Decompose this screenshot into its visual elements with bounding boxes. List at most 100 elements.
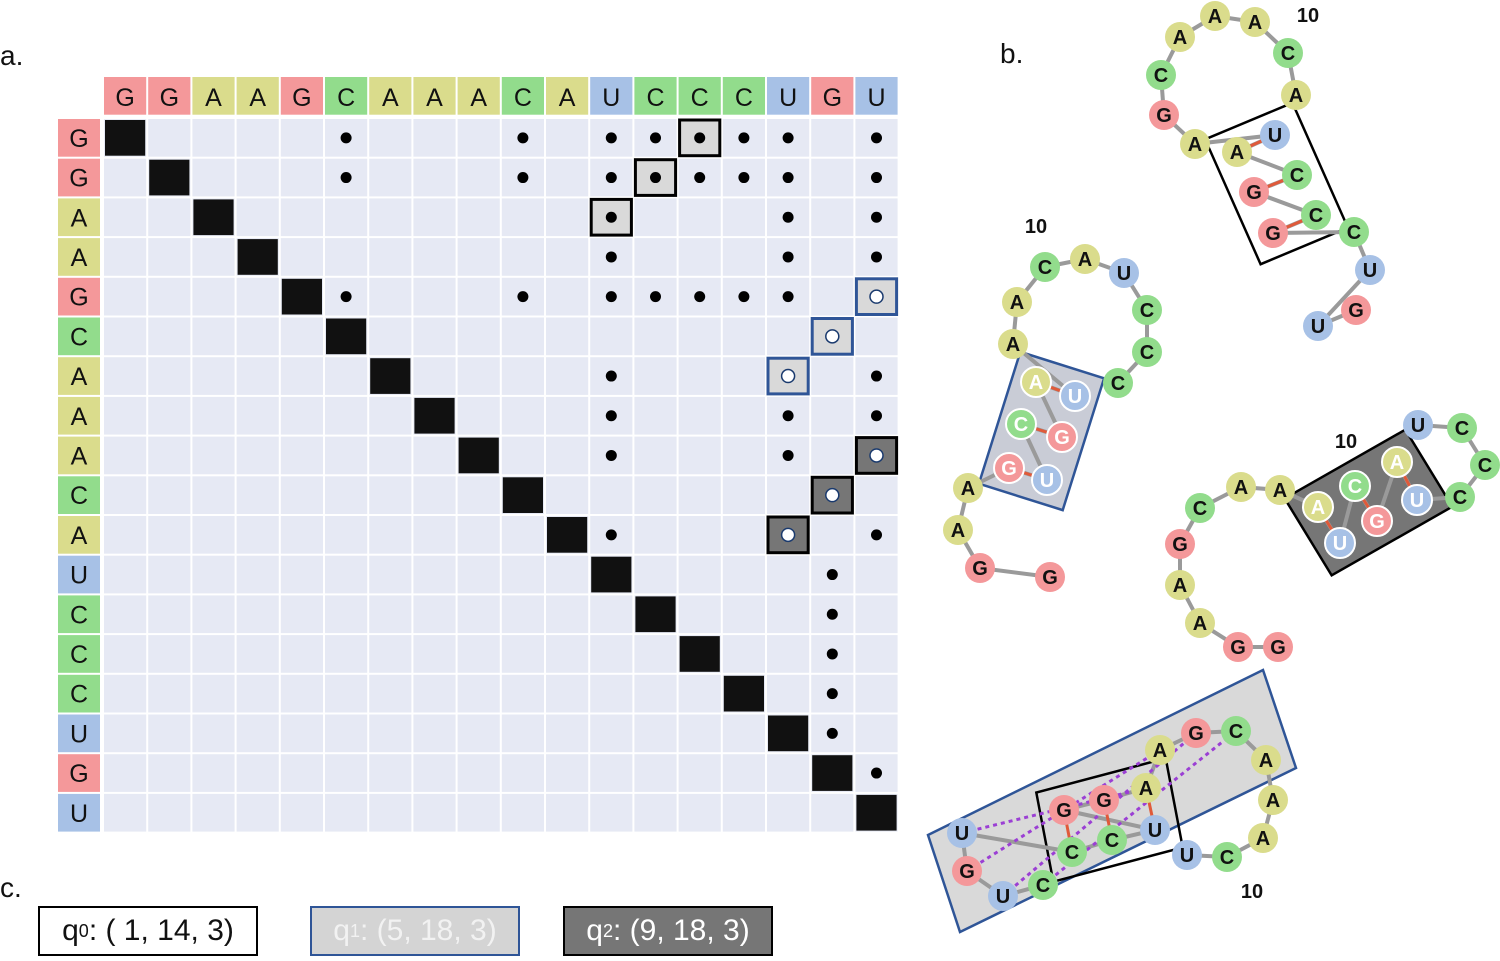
- matrix-cell: [413, 754, 456, 792]
- nucleotide: [1403, 410, 1433, 440]
- matrix-cell: [369, 476, 412, 514]
- matrix-cell: [104, 158, 147, 197]
- col-header-label: A: [470, 84, 487, 112]
- nucleotide: [1005, 408, 1037, 440]
- matrix-cell: [722, 238, 765, 276]
- nucleotide-label: G: [1270, 637, 1286, 659]
- nucleotide: [1145, 735, 1175, 765]
- matrix-cell: [236, 436, 279, 475]
- matrix-cell: [678, 357, 721, 395]
- diagonal-cell: [281, 278, 322, 315]
- nucleotide-label: A: [1078, 249, 1092, 271]
- matrix-cell: [148, 793, 191, 832]
- nucleotide-label: G: [1246, 182, 1262, 204]
- nucleotide-label: U: [1268, 125, 1282, 147]
- nucleotide-label: U: [1333, 533, 1347, 555]
- nucleotide-label: A: [1273, 480, 1287, 502]
- q1-symbol: q: [333, 914, 350, 947]
- matrix-cell: [236, 595, 279, 634]
- matrix-cell: [457, 238, 500, 276]
- row-header: [58, 198, 100, 237]
- nucleotide-label: A: [1153, 740, 1167, 762]
- nucleotide: [1146, 60, 1176, 90]
- matrix-cell: [634, 357, 677, 395]
- matrix-cell: [634, 714, 677, 753]
- nucleotide: [1401, 484, 1433, 516]
- nucleotide: [1339, 217, 1369, 247]
- row-header: [58, 516, 100, 554]
- matrix-cell: [325, 793, 368, 832]
- matrix-cell: [280, 119, 323, 157]
- matrix-cell: [280, 754, 323, 792]
- matrix-cell: [722, 714, 765, 753]
- matrix-cell: [148, 674, 191, 713]
- matrix-cell: [722, 396, 765, 435]
- matrix-cell: [236, 754, 279, 792]
- matrix-cell: [148, 396, 191, 435]
- matrix-cell: [634, 436, 677, 475]
- nucleotide: [952, 856, 982, 886]
- position-10-label: 10: [1335, 431, 1357, 453]
- diagonal-cell: [856, 794, 897, 831]
- nucleotide: [1301, 200, 1331, 230]
- matrix-cell: [280, 635, 323, 673]
- q2-symbol: q: [586, 914, 603, 947]
- nucleotide: [1089, 785, 1119, 815]
- nucleotide: [1028, 870, 1058, 900]
- pair-dot: [826, 688, 838, 700]
- matrix-cell: [457, 476, 500, 514]
- nucleotide-label: U: [1148, 820, 1162, 842]
- nucleotide-label: C: [1455, 418, 1469, 440]
- matrix-cell: [236, 357, 279, 395]
- nucleotide-label: A: [1248, 12, 1262, 34]
- nucleotide: [998, 329, 1028, 359]
- matrix-cell: [634, 198, 677, 237]
- diagonal-cell: [812, 755, 853, 791]
- diagonal-cell: [591, 556, 632, 593]
- matrix-cell: [325, 714, 368, 753]
- matrix-cell: [413, 238, 456, 276]
- matrix-cell: [767, 793, 810, 832]
- row-header-label: U: [70, 800, 88, 828]
- matrix-cell: [104, 476, 147, 514]
- row-header: [58, 277, 100, 316]
- col-header-label: U: [779, 84, 797, 112]
- pair-dot: [738, 132, 750, 144]
- matrix-cell: [767, 674, 810, 713]
- matrix-cell: [457, 158, 500, 197]
- nucleotide-label: U: [1117, 263, 1131, 285]
- row-header: [58, 793, 100, 832]
- q1-subscript: 1: [349, 920, 360, 941]
- matrix-cell: [501, 754, 544, 792]
- nucleotide-label: G: [1172, 534, 1188, 556]
- matrix-cell: [546, 436, 589, 475]
- pair-dot: [871, 172, 882, 184]
- nucleotide: [953, 473, 983, 503]
- matrix-cell: [413, 674, 456, 713]
- nucleotide-label: G: [1054, 427, 1070, 449]
- matrix-cell: [369, 555, 412, 594]
- row-header-label: C: [70, 323, 88, 351]
- matrix-cell: [634, 635, 677, 673]
- nucleotide-label: A: [1029, 372, 1043, 394]
- nucleotide-label: U: [1363, 260, 1377, 282]
- matrix-cell: [767, 595, 810, 634]
- selected-pair-dot: [780, 368, 796, 384]
- nucleotide: [1258, 218, 1288, 248]
- matrix-cell: [855, 476, 898, 514]
- nucleotide-label: G: [1156, 105, 1172, 127]
- matrix-cell: [236, 635, 279, 673]
- pair-dot: [871, 132, 882, 144]
- diagonal-cell: [502, 477, 543, 513]
- nucleotide: [1035, 562, 1065, 592]
- nucleotide-label: A: [1390, 452, 1404, 474]
- nucleotide-label: C: [1111, 373, 1125, 395]
- matrix-cell: [104, 436, 147, 475]
- matrix-cell: [811, 277, 854, 316]
- pair-dot: [340, 291, 352, 303]
- matrix-cell: [501, 555, 544, 594]
- matrix-cell: [192, 595, 235, 634]
- matrix-cell: [546, 158, 589, 197]
